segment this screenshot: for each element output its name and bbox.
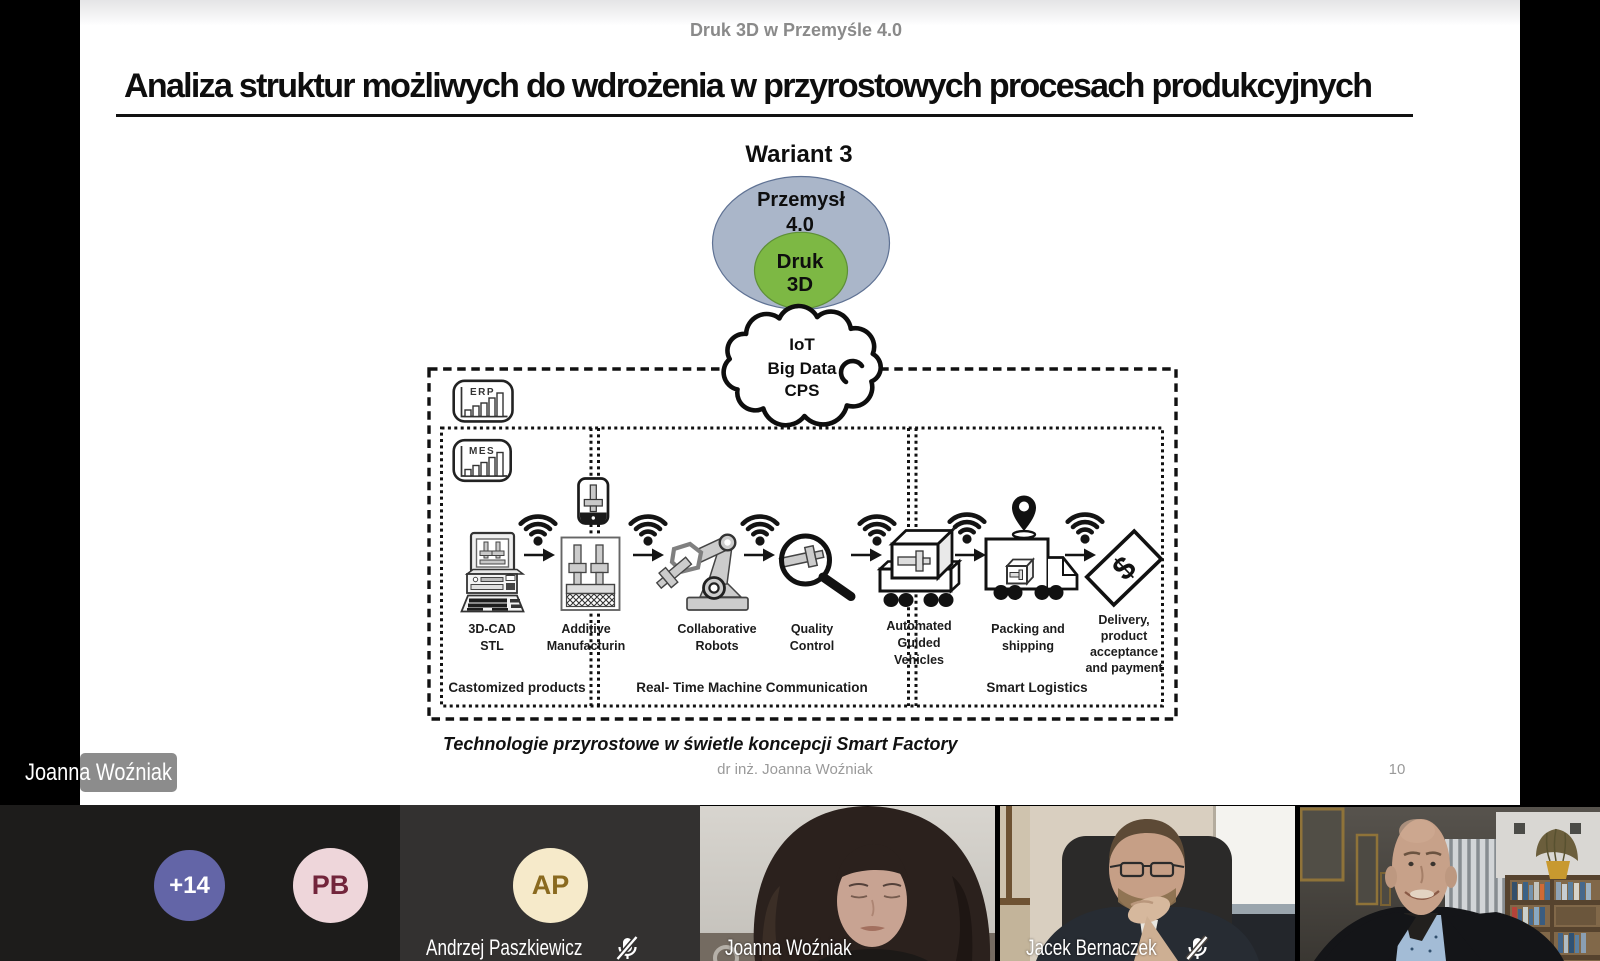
svg-text:Castomized products: Castomized products	[448, 680, 585, 695]
svg-text:STL: STL	[480, 639, 504, 653]
svg-text:shipping: shipping	[1002, 639, 1054, 653]
svg-text:Analiza struktur możliwych do: Analiza struktur możliwych do wdrożenia …	[124, 67, 1373, 105]
svg-text:3D: 3D	[787, 273, 813, 296]
svg-text:IoT: IoT	[789, 335, 815, 354]
svg-text:Control: Control	[790, 639, 834, 653]
svg-text:Guided: Guided	[897, 636, 940, 650]
svg-text:Automated: Automated	[886, 619, 951, 633]
svg-text:Packing and: Packing and	[991, 622, 1065, 636]
svg-text:CPS: CPS	[785, 381, 820, 400]
svg-text:Druk 3D w Przemyśle 4.0: Druk 3D w Przemyśle 4.0	[690, 20, 902, 40]
svg-text:Big Data: Big Data	[768, 359, 838, 378]
svg-text:ERP: ERP	[470, 387, 495, 398]
svg-text:Wariant 3: Wariant 3	[745, 141, 852, 168]
svg-text:Druk: Druk	[777, 250, 824, 273]
svg-text:Robots: Robots	[695, 639, 738, 653]
svg-text:Collaborative: Collaborative	[677, 622, 756, 636]
svg-text:Smart Logistics: Smart Logistics	[986, 680, 1087, 695]
svg-text:Delivery,: Delivery,	[1098, 613, 1149, 627]
svg-text:acceptance: acceptance	[1090, 645, 1158, 659]
svg-text:Manufacturin: Manufacturin	[547, 639, 625, 653]
svg-text:Vehicles: Vehicles	[894, 653, 944, 667]
svg-text:and payment: and payment	[1085, 661, 1163, 675]
svg-text:Technologie przyrostowe w świe: Technologie przyrostowe w świetle koncep…	[443, 734, 958, 754]
svg-text:MES: MES	[469, 446, 495, 457]
svg-text:10: 10	[1389, 761, 1406, 778]
svg-text:Real- Time Machine Communicati: Real- Time Machine Communication	[636, 680, 868, 695]
svg-text:4.0: 4.0	[786, 214, 814, 236]
svg-text:product: product	[1101, 629, 1148, 643]
svg-text:Quality: Quality	[791, 622, 833, 636]
svg-text:3D-CAD: 3D-CAD	[468, 622, 515, 636]
svg-text:Additive: Additive	[561, 622, 610, 636]
svg-text:dr inż. Joanna Woźniak: dr inż. Joanna Woźniak	[717, 761, 873, 778]
svg-text:Przemysł: Przemysł	[757, 189, 845, 211]
